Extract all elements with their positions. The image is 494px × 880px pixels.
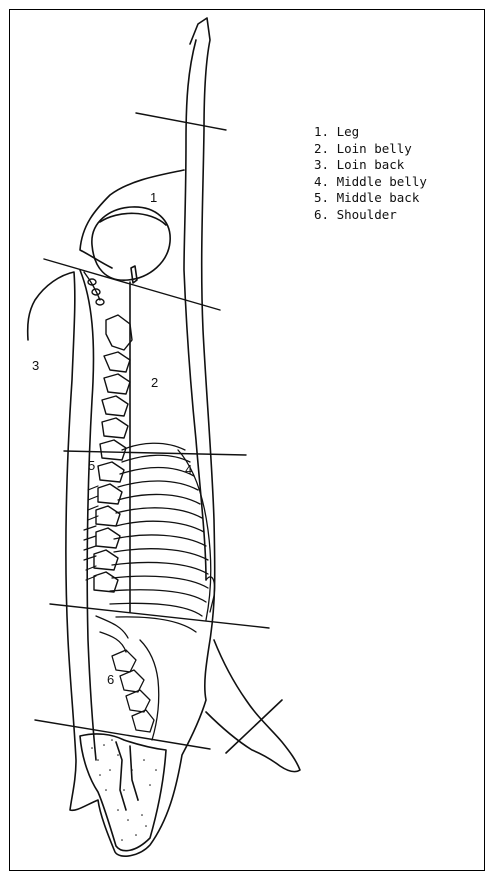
region-label-2: 2 <box>151 375 158 390</box>
cut-line-shoulder <box>35 720 210 749</box>
neck-bone-line-2 <box>130 746 138 800</box>
cut-lines <box>35 113 269 749</box>
legend-item: 2. Loin belly <box>314 141 427 158</box>
stipple <box>91 739 157 841</box>
shoulder-bones <box>96 616 159 740</box>
legend-item: 1. Leg <box>314 124 427 141</box>
foreleg-cut-line <box>226 700 282 753</box>
neck-bone-line <box>116 742 126 810</box>
cut-line-hock <box>136 113 226 130</box>
region-label-3: 3 <box>32 358 39 373</box>
legend-item: 4. Middle belly <box>314 174 427 191</box>
legend-item: 5. Middle back <box>314 190 427 207</box>
neck-block <box>80 734 166 851</box>
inner-back-line <box>80 270 96 760</box>
cut-line-middle <box>50 604 269 628</box>
foreleg <box>206 640 300 772</box>
aitch-bone <box>131 266 137 283</box>
region-label-6: 6 <box>107 672 114 687</box>
legend: 1. Leg 2. Loin belly 3. Loin back 4. Mid… <box>314 124 427 224</box>
region-label-1: 1 <box>150 190 157 205</box>
cut-line-loin <box>64 451 246 455</box>
legend-item: 3. Loin back <box>314 157 427 174</box>
leg-contour <box>80 170 184 268</box>
pelvis-inner <box>100 213 166 225</box>
region-label-4: 4 <box>185 462 192 477</box>
legend-item: 6. Shoulder <box>314 207 427 224</box>
region-label-5: 5 <box>88 458 95 473</box>
